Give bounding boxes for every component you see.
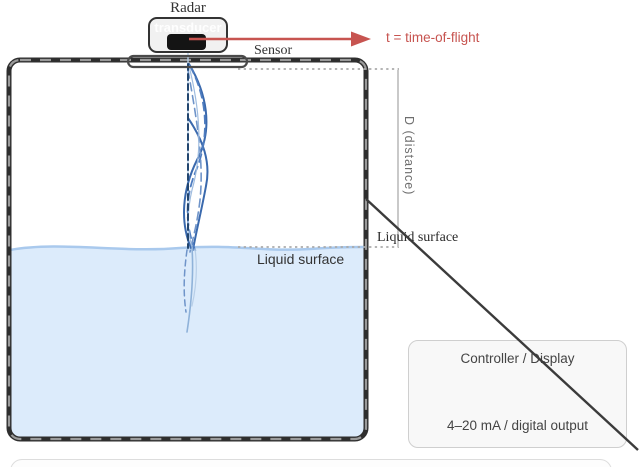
- sensor-label: Sensor: [254, 43, 293, 58]
- distance-label: D (distance): [402, 116, 416, 196]
- liquid-surface-label-right: Liquid surface: [377, 230, 459, 245]
- liquid-surface-label-inner: Liquid surface: [257, 251, 345, 267]
- liquid-fill: [10, 246, 364, 437]
- time-of-flight-label: t = time-of-flight: [386, 30, 480, 45]
- radar-label: Radar: [170, 0, 206, 16]
- transducer-label: transducer: [154, 20, 222, 35]
- controller-output-label: 4–20 mA / digital output: [446, 418, 589, 433]
- sensor-flange: [126, 54, 249, 69]
- radar-beam: [183, 41, 209, 333]
- controller-title: Controller / Display: [460, 351, 575, 366]
- controller-display-box: Controller / Display 4–20 mA / digital o…: [408, 340, 627, 448]
- radar-antenna: [167, 34, 206, 50]
- caption-box: [10, 459, 612, 467]
